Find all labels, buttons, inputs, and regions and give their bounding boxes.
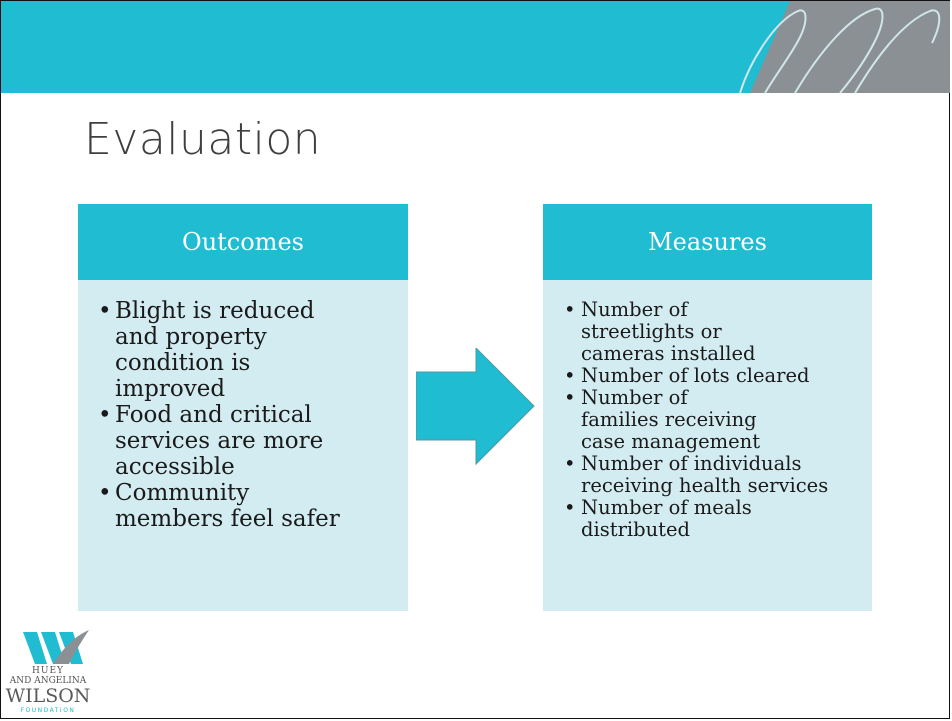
logo-line-1: HUEY: [32, 666, 64, 676]
list-item: Number of meals distributed: [564, 497, 761, 541]
list-item: Community members feel safer: [98, 480, 345, 532]
measures-list: Number of streetlights or cameras instal…: [564, 299, 866, 541]
measures-panel: Measures Number of streetlights or camer…: [543, 204, 872, 611]
measures-heading: Measures: [543, 204, 872, 280]
list-item: Number of lots cleared: [564, 365, 866, 388]
header-band: [1, 1, 950, 93]
list-item: Number of streetlights or cameras instal…: [564, 299, 791, 365]
list-item: Food and critical services are more acce…: [98, 402, 330, 480]
logo-line-2: AND ANGELINA: [9, 676, 87, 686]
logo-line-4: FOUNDATION: [20, 707, 76, 714]
measures-body: Number of streetlights or cameras instal…: [543, 280, 872, 611]
decorative-w-logo-mark: [739, 1, 950, 93]
outcomes-panel: Outcomes Blight is reduced and property …: [78, 204, 408, 611]
list-item: Blight is reduced and property condition…: [98, 298, 325, 402]
outcomes-heading: Outcomes: [78, 204, 408, 280]
logo-line-3: WILSON: [5, 685, 91, 707]
right-arrow-icon: [416, 348, 535, 466]
list-item: Number of families receiving case manage…: [564, 387, 761, 453]
outcomes-list: Blight is reduced and property condition…: [98, 298, 398, 532]
outcomes-body: Blight is reduced and property condition…: [78, 280, 408, 611]
slide-title: Evaluation: [84, 114, 322, 165]
w-logo-icon: [23, 630, 89, 664]
foundation-logo: HUEY AND ANGELINA WILSON FOUNDATION: [3, 628, 103, 718]
list-item: Number of individuals receiving health s…: [564, 453, 871, 497]
